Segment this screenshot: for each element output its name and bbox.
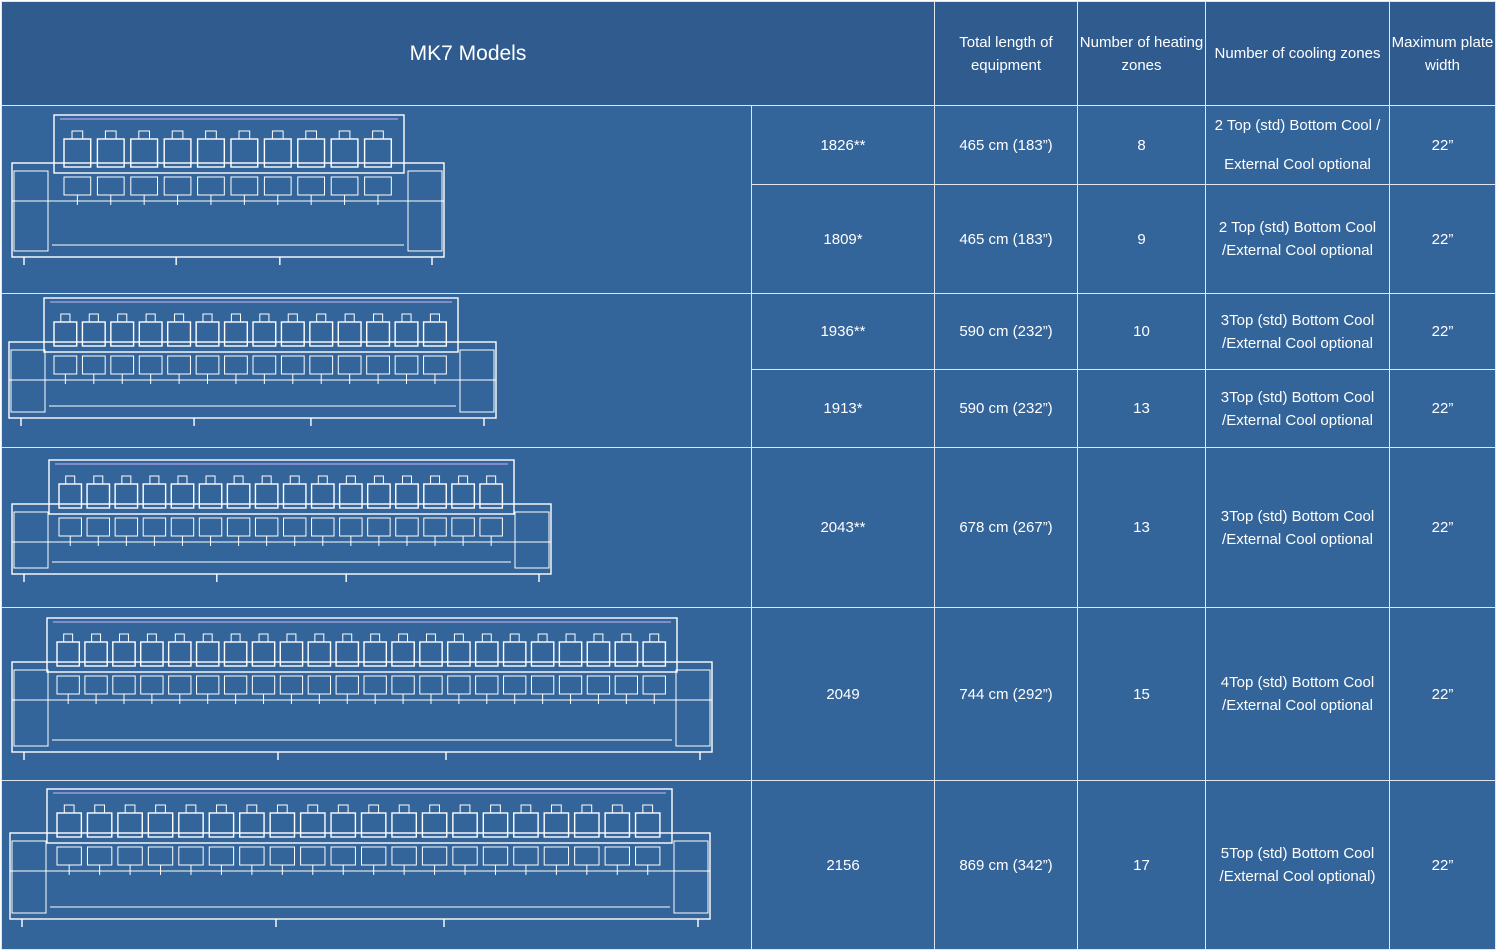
- oven-drawing-4: [1, 607, 752, 781]
- heating-cell: 13: [1077, 369, 1206, 448]
- cooling-cell: 3Top (std) Bottom Cool/External Cool opt…: [1205, 447, 1390, 608]
- heating-cell: 13: [1077, 447, 1206, 608]
- heating-cell: 15: [1077, 607, 1206, 781]
- model-cell: 1809*: [751, 184, 935, 294]
- plate-width-header: Maximum plate width: [1389, 1, 1496, 106]
- header-row: MK7 Models Total length of equipment Num…: [1, 1, 1496, 106]
- oven-drawing-icon: [8, 297, 497, 426]
- width-cell: 22”: [1389, 447, 1496, 608]
- cooling-line: /External Cool optional: [1222, 242, 1373, 259]
- cooling-line: 3Top (std) Bottom Cool: [1220, 311, 1375, 329]
- width-cell: 22”: [1389, 184, 1496, 294]
- width-cell: 22”: [1389, 780, 1496, 950]
- table-row: 1913* 590 cm (232”) 13 3Top (std) Bottom…: [2, 369, 1496, 448]
- cooling-cell: 2 Top (std) Bottom Cool/External Cool op…: [1205, 184, 1390, 294]
- model-cell: 1936**: [751, 292, 935, 371]
- oven-drawing-5: [1, 780, 752, 950]
- cooling-cell: 3Top (std) Bottom Cool/External Cool opt…: [1205, 292, 1390, 371]
- width-cell: 22”: [1389, 369, 1496, 448]
- width-cell: 22”: [1389, 105, 1496, 185]
- width-cell: 22”: [1389, 607, 1496, 781]
- length-cell: 465 cm (183”): [934, 184, 1078, 294]
- cooling-line: 5Top (std) Bottom Cool: [1220, 845, 1375, 862]
- length-cell: 869 cm (342”): [934, 780, 1078, 950]
- heating-cell: 9: [1077, 184, 1206, 294]
- heating-cell: 8: [1077, 105, 1206, 185]
- table-row: 1936** 590 cm (232”) 10 3Top (std) Botto…: [1, 292, 1496, 448]
- model-cell: 2043**: [751, 447, 935, 608]
- cooling-cell: 3Top (std) Bottom Cool/External Cool opt…: [1205, 369, 1390, 448]
- table-row: 2043** 678 cm (267”) 13 3Top (std) Botto…: [1, 447, 1496, 608]
- models-title: MK7 Models: [1, 1, 935, 106]
- cooling-line: /External Cool optional: [1222, 697, 1373, 714]
- table-row: 2156 869 cm (342”) 17 5Top (std) Bottom …: [1, 780, 1496, 950]
- length-cell: 744 cm (292”): [934, 607, 1078, 781]
- model-cell: 2156: [751, 780, 935, 950]
- oven-drawing-icon: [9, 788, 711, 927]
- length-cell: 590 cm (232”): [934, 292, 1078, 371]
- cooling-line: 4Top (std) Bottom Cool: [1220, 674, 1375, 691]
- cooling-cell: 5Top (std) Bottom Cool/External Cool opt…: [1205, 780, 1390, 950]
- heating-cell: 10: [1077, 292, 1206, 371]
- oven-drawing-icon: [11, 113, 445, 265]
- model-cell: 2049: [751, 607, 935, 781]
- cooling-line: 3Top (std) Bottom Cool: [1220, 388, 1375, 406]
- length-cell: 465 cm (183”): [934, 105, 1078, 185]
- length-cell: 678 cm (267”): [934, 447, 1078, 608]
- oven-drawing-2: [1, 293, 752, 448]
- model-cell: 1826**: [751, 105, 935, 185]
- cooling-line: 3Top (std) Bottom Cool: [1220, 507, 1375, 525]
- cooling-cell: 4Top (std) Bottom Cool/External Cool opt…: [1205, 607, 1390, 781]
- cooling-line: /External Cool optional: [1222, 530, 1373, 548]
- length-cell: 590 cm (232”): [934, 369, 1078, 448]
- cooling-line: /External Cool optional: [1222, 334, 1373, 352]
- table-row: 1826** 465 cm (183”) 8 2 Top (std) Botto…: [1, 105, 1496, 294]
- cooling-line: 2 Top (std) Bottom Cool: [1218, 219, 1377, 236]
- oven-drawing-1: [1, 105, 752, 294]
- total-length-header: Total length of equipment: [934, 1, 1078, 106]
- cooling-zones-header: Number of cooling zones: [1205, 1, 1390, 106]
- cooling-line: /External Cool optional: [1222, 411, 1373, 429]
- oven-drawing-icon: [11, 617, 713, 760]
- table-row: 2049 744 cm (292”) 15 4Top (std) Bottom …: [1, 607, 1496, 781]
- model-cell: 1913*: [751, 369, 935, 448]
- cooling-cell: 2 Top (std) Bottom Cool / External Cool o…: [1205, 105, 1390, 185]
- heating-zones-header: Number of heating zones: [1077, 1, 1206, 106]
- table-row: 1809* 465 cm (183”) 9 2 Top (std) Bottom…: [2, 184, 1496, 294]
- oven-drawing-icon: [11, 459, 552, 582]
- cooling-line: External Cool optional: [1224, 156, 1371, 173]
- width-cell: 22”: [1389, 292, 1496, 371]
- cooling-line: /External Cool optional): [1219, 868, 1376, 885]
- heating-cell: 17: [1077, 780, 1206, 950]
- cooling-line: 2 Top (std) Bottom Cool /: [1214, 117, 1381, 134]
- oven-drawing-3: [1, 447, 752, 608]
